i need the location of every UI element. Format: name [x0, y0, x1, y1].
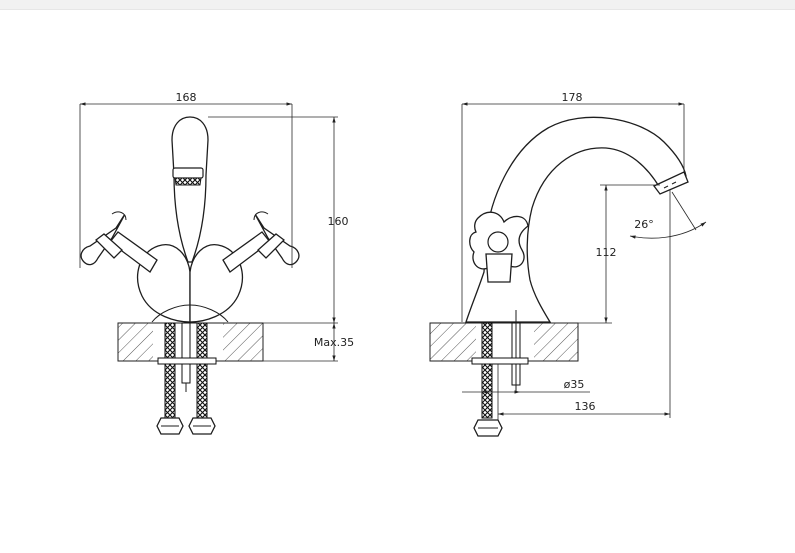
side-view: 178 112 26° ø35 136 [429, 91, 707, 437]
dim-front-height: 160 [328, 215, 349, 228]
supply-hoses-side [471, 310, 529, 437]
dim-reach: 136 [575, 400, 596, 413]
dimension-lines-front [79, 102, 338, 362]
faucet-body-front [137, 116, 243, 323]
dim-hole-diameter: ø35 [564, 378, 585, 391]
dim-front-width: 168 [176, 91, 197, 104]
faucet-body-side [465, 116, 689, 323]
left-cross-handle-front [80, 211, 158, 273]
dim-spout-angle: 26° [634, 218, 654, 231]
dim-side-width: 178 [562, 91, 583, 104]
dimension-lines-side [461, 102, 707, 420]
dim-max-thickness: Max.35 [314, 336, 354, 349]
supply-hoses-front [156, 322, 217, 435]
front-view: 168 160 Max.35 [79, 91, 354, 435]
cross-handle-side [469, 211, 529, 283]
countertop-side [429, 322, 579, 362]
dim-spout-height: 112 [596, 246, 617, 259]
top-bar [0, 0, 795, 10]
right-cross-handle-front [222, 211, 300, 273]
